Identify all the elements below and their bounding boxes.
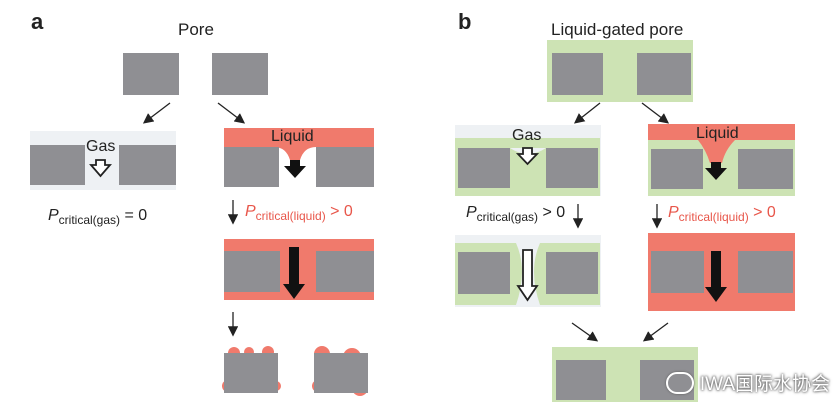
b-gas-solid-left bbox=[458, 148, 510, 188]
b-pcrit-gas: Pcritical(gas) > 0 bbox=[466, 204, 565, 224]
b-pcrit-liquid-subscript: critical(liquid) bbox=[678, 210, 749, 225]
panel-a-title: Pore bbox=[178, 20, 214, 39]
b-arrow-merge-right bbox=[642, 322, 669, 342]
b-gas-through-arrow-icon bbox=[516, 249, 539, 302]
a-pcrit-gas: Pcritical(gas) = 0 bbox=[48, 207, 147, 227]
b-liquid-label: Liquid bbox=[696, 125, 739, 142]
a-pcrit-liquid-subscript: critical(liquid) bbox=[255, 209, 326, 224]
a-gas-solid-left bbox=[30, 145, 85, 185]
a-arrow-to-gas bbox=[142, 102, 171, 124]
a-liquid-solid-left bbox=[224, 147, 279, 187]
b-gas-through-solid-left bbox=[458, 252, 510, 294]
watermark: IWA国际水协会 bbox=[665, 369, 830, 396]
a-gas-arrow-icon bbox=[89, 159, 112, 178]
b-arrow-merge-left bbox=[571, 322, 599, 342]
a-liquid-arrow-icon bbox=[284, 160, 306, 178]
a-droplet-pores bbox=[222, 346, 368, 396]
b-top-solid-left bbox=[552, 53, 603, 95]
b-liquid-arrow-icon bbox=[705, 162, 727, 180]
a-pcrit-gas-symbol: P bbox=[48, 207, 59, 224]
a-through-solid-left bbox=[224, 251, 280, 292]
a-liquid-label: Liquid bbox=[271, 128, 314, 145]
b-arrow-to-gas bbox=[573, 102, 601, 124]
b-liquid-through-solid-left bbox=[651, 251, 704, 293]
b-liquid-solid-right bbox=[738, 149, 793, 189]
a-through-arrow-icon bbox=[283, 247, 305, 299]
a-pcrit-liquid-symbol: P bbox=[245, 203, 256, 220]
b-pcrit-gas-value: > 0 bbox=[538, 204, 566, 221]
a-pore-solid bbox=[123, 53, 268, 95]
b-pcrit-gas-subscript: critical(gas) bbox=[476, 210, 539, 225]
b-liquid-through-arrow-icon bbox=[705, 251, 727, 302]
a-pcrit-liquid: Pcritical(liquid) > 0 bbox=[245, 203, 353, 223]
b-pcrit-liquid-value: > 0 bbox=[748, 204, 776, 221]
b-gas-arrow-icon bbox=[515, 147, 540, 166]
a-gas-solid-right bbox=[119, 145, 176, 185]
a-pcrit-liquid-value: > 0 bbox=[325, 203, 353, 220]
a-arrow-to-liquid bbox=[217, 102, 246, 124]
b-gas-through-solid-right bbox=[546, 252, 598, 294]
b-liquid-through-solid-right bbox=[738, 251, 793, 293]
a-through-solid-right bbox=[316, 251, 374, 292]
panel-b-title: Liquid-gated pore bbox=[551, 20, 684, 39]
a-liquid-top bbox=[224, 128, 374, 160]
b-gas-label: Gas bbox=[512, 127, 542, 144]
b-pcrit-gas-symbol: P bbox=[466, 204, 477, 221]
panel-letter-b: b bbox=[458, 9, 472, 34]
wechat-icon bbox=[665, 371, 694, 394]
b-bottom-solid-left bbox=[556, 360, 606, 400]
b-pcrit-liquid: Pcritical(liquid) > 0 bbox=[668, 204, 776, 224]
b-pcrit-liquid-symbol: P bbox=[668, 204, 679, 221]
b-top-solid-right bbox=[637, 53, 691, 95]
a-pcrit-gas-subscript: critical(gas) bbox=[58, 213, 121, 228]
b-gas-solid-right bbox=[546, 148, 598, 188]
panel-letter-a: a bbox=[31, 9, 44, 34]
watermark-text: IWA国际水协会 bbox=[699, 374, 830, 395]
b-liquid-solid-left bbox=[651, 149, 703, 189]
a-gas-label: Gas bbox=[86, 138, 116, 156]
a-pcrit-gas-value: = 0 bbox=[120, 207, 148, 224]
a-liquid-solid-right bbox=[316, 147, 374, 187]
b-liquid-top bbox=[648, 124, 795, 163]
b-arrow-to-liquid bbox=[641, 102, 670, 124]
